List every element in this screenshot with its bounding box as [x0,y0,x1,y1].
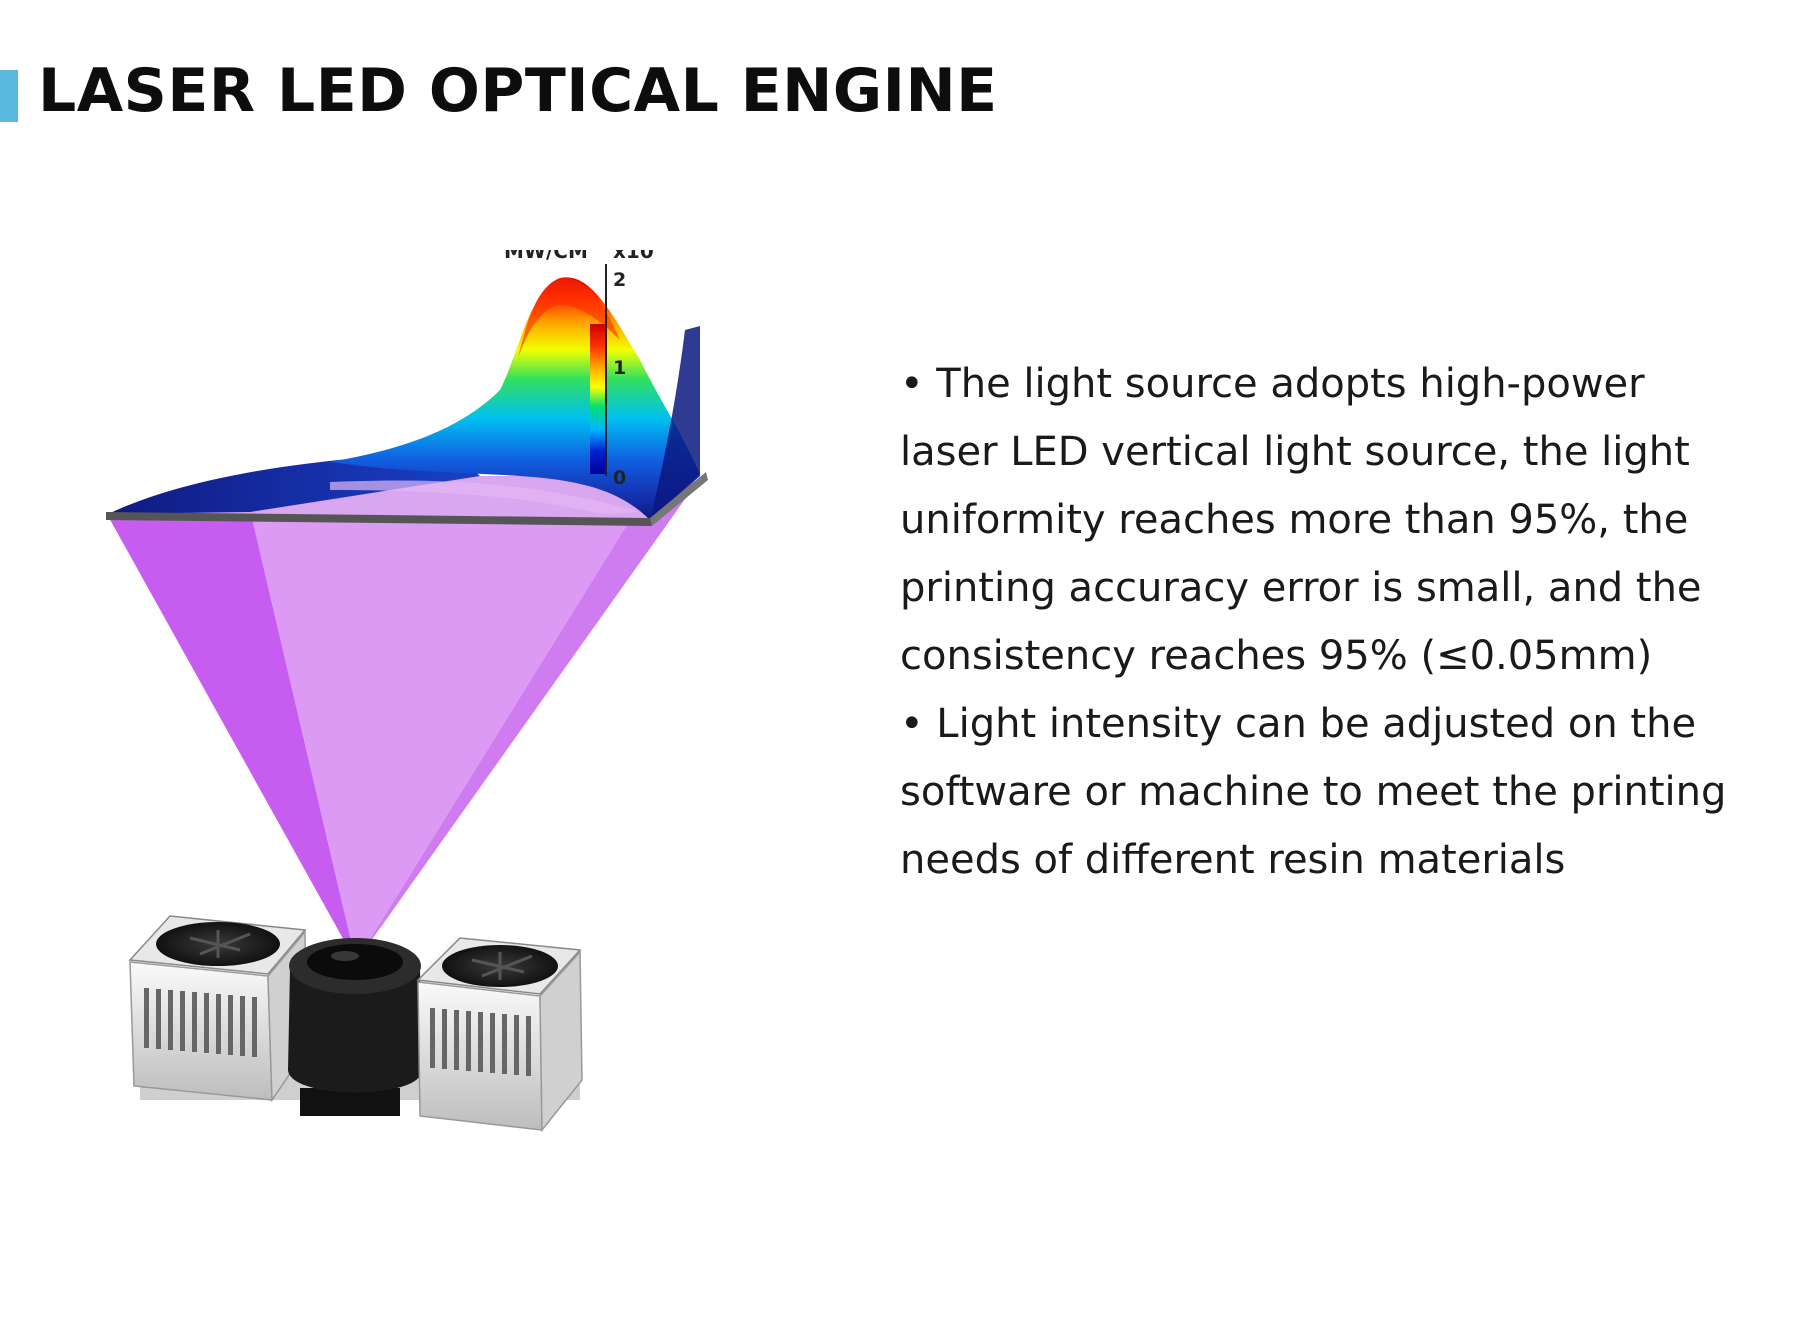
colorbar-gradient [590,324,606,474]
description-line: printing accuracy error is small, and th… [900,565,1702,611]
description-line: laser LED vertical light source, the lig… [900,429,1690,475]
colorbar-tick-mid: 1 [613,357,626,379]
optical-engine-icon [128,915,583,1133]
colorbar-scale: x10 [613,250,654,263]
light-cone-icon [108,478,700,962]
description-line: software or machine to meet the printing [900,769,1727,815]
description-line: uniformity reaches more than 95%, the [900,497,1689,543]
cooling-fan-icon [128,915,307,1103]
colorbar-tick-max: 2 [613,269,626,291]
colorbar-tick-min: 0 [613,467,626,489]
colorbar-legend: MW/CM 2 x10 26 2 1 0 [504,250,654,489]
cooling-fan-icon [416,937,583,1133]
description-text: • The light source adopts high-power las… [900,350,1780,894]
page-title: LASER LED OPTICAL ENGINE [38,56,998,126]
title-accent-bar [0,70,18,122]
optical-engine-illustration: MW/CM 2 x10 26 2 1 0 [100,250,820,1330]
lens-icon [288,938,422,1093]
heatmap-surface-icon [106,277,708,526]
description-line: • Light intensity can be adjusted on the [900,701,1697,747]
description-line: • The light source adopts high-power [900,361,1645,407]
description-line: consistency reaches 95% (≤0.05mm) [900,633,1653,679]
description-line: needs of different resin materials [900,837,1566,883]
colorbar-unit: MW/CM [504,250,588,263]
